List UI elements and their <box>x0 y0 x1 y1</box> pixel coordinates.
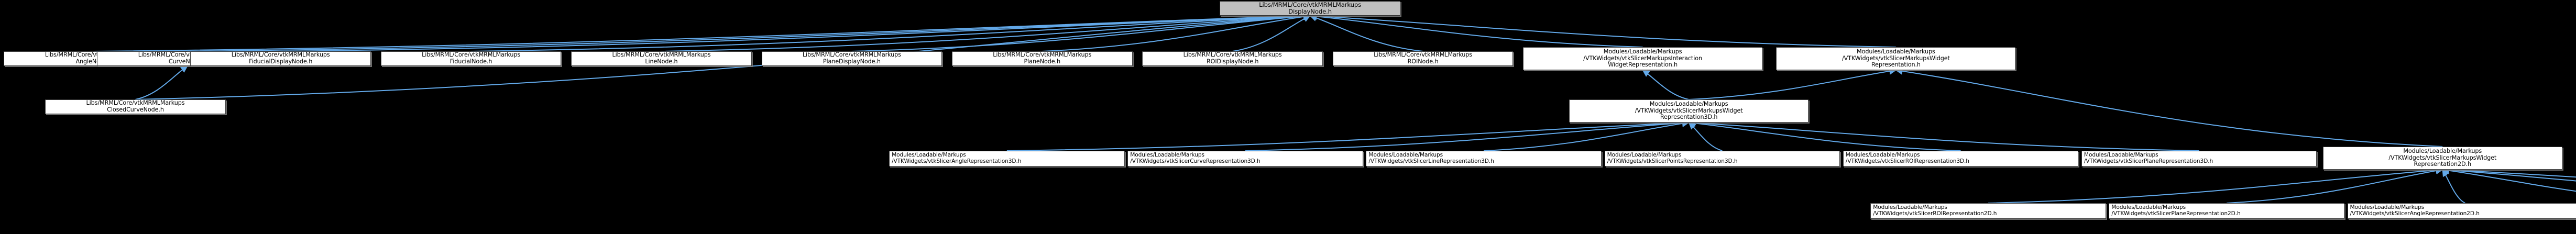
graph-edge <box>1006 119 1690 151</box>
graph-node-plane-representation-3d[interactable]: Modules/Loadable/Markups /VTKWidgets/vtk… <box>2081 151 2317 166</box>
graph-node-label: Libs/MRML/Core/vtkMRMLMarkups FiducialDi… <box>231 51 330 65</box>
graph-edge <box>94 12 1311 52</box>
graph-node-fiducial-node[interactable]: Libs/MRML/Core/vtkMRMLMarkups FiducialNo… <box>380 51 562 66</box>
graph-edge <box>1688 119 2199 151</box>
graph-node-label: Libs/MRML/Core/vtkMRMLMarkups PlaneDispl… <box>802 51 901 65</box>
graph-node-label: Modules/Loadable/Markups /VTKWidgets/vtk… <box>1873 204 1997 217</box>
graph-node-line-representation-3d[interactable]: Modules/Loadable/Markups /VTKWidgets/vtk… <box>1366 151 1602 166</box>
graph-node-label: Modules/Loadable/Markups /VTKWidgets/vtk… <box>1583 48 1702 69</box>
graph-node-markups-widget-representation-3d[interactable]: Modules/Loadable/Markups /VTKWidgets/vtk… <box>1569 99 1809 122</box>
graph-node-fiducial-display-node[interactable]: Libs/MRML/Core/vtkMRMLMarkups FiducialDi… <box>190 51 371 66</box>
graph-edge <box>2227 167 2443 204</box>
graph-node-label: Libs/MRML/Core/vtkMRMLMarkups DisplayNod… <box>1259 1 1362 15</box>
graph-node-label: Libs/MRML/Core/vtkMRMLMarkups PlaneNode.… <box>993 51 1092 65</box>
graph-node-plane-node[interactable]: Libs/MRML/Core/vtkMRMLMarkups PlaneNode.… <box>951 51 1133 66</box>
graph-node-plane-representation-2d[interactable]: Modules/Loadable/Markups /VTKWidgets/vtk… <box>2109 203 2344 219</box>
graph-node-roi-representation-2d[interactable]: Modules/Loadable/Markups /VTKWidgets/vtk… <box>1870 203 2106 219</box>
graph-edge <box>2441 166 2576 192</box>
graph-edge <box>2441 166 2576 178</box>
graph-node-angle-representation-3d[interactable]: Modules/Loadable/Markups /VTKWidgets/vtk… <box>889 151 1125 166</box>
graph-edge <box>1232 15 1311 52</box>
graph-node-points-representation-3d[interactable]: Modules/Loadable/Markups /VTKWidgets/vtk… <box>1604 151 1840 166</box>
graph-edge <box>280 12 1311 52</box>
graph-node-roi-display-node[interactable]: Libs/MRML/Core/vtkMRMLMarkups ROIDisplay… <box>1142 51 1323 66</box>
graph-node-label: Libs/MRML/Core/vtkMRMLMarkups LineNode.h <box>612 51 711 65</box>
graph-edge <box>1688 122 1723 151</box>
graph-node-label: Modules/Loadable/Markups /VTKWidgets/vtk… <box>1635 101 1743 121</box>
graph-edge <box>851 13 1311 52</box>
graph-node-roi-representation-3d[interactable]: Modules/Loadable/Markups /VTKWidgets/vtk… <box>1843 151 2079 166</box>
graph-edge <box>1245 119 1690 151</box>
graph-node-interaction-widget-representation[interactable]: Modules/Loadable/Markups /VTKWidgets/vtk… <box>1523 47 1763 70</box>
graph-edge <box>1689 67 1897 100</box>
graph-node-markups-widget-representation[interactable]: Modules/Loadable/Markups /VTKWidgets/vtk… <box>1776 47 2016 70</box>
graph-edge <box>1484 119 1690 151</box>
graph-node-label: Libs/MRML/Core/vtkMRMLMarkups ROIDisplay… <box>1183 51 1282 65</box>
graph-edge <box>2442 169 2465 204</box>
graph-node-label: Modules/Loadable/Markups /VTKWidgets/vtk… <box>2084 152 2213 164</box>
graph-node-label: Modules/Loadable/Markups /VTKWidgets/vtk… <box>1130 152 1260 164</box>
graph-node-root[interactable]: Libs/MRML/Core/vtkMRMLMarkups DisplayNod… <box>1220 1 1400 16</box>
graph-edge <box>135 65 188 100</box>
graph-edge <box>1688 119 1961 151</box>
graph-node-label: Modules/Loadable/Markups /VTKWidgets/vtk… <box>1845 152 1969 164</box>
graph-node-curve-representation-3d[interactable]: Modules/Loadable/Markups /VTKWidgets/vtk… <box>1127 151 1363 166</box>
graph-edge <box>1309 12 1896 48</box>
graph-edge <box>661 12 1311 52</box>
graph-node-plane-display-node[interactable]: Libs/MRML/Core/vtkMRMLMarkups PlaneDispl… <box>761 51 942 66</box>
graph-edge <box>1642 70 1689 100</box>
graph-edge <box>2441 166 2576 182</box>
graph-node-line-node[interactable]: Libs/MRML/Core/vtkMRMLMarkups LineNode.h <box>571 51 752 66</box>
graph-edge <box>1309 13 1643 48</box>
graph-edge <box>187 12 1311 52</box>
graph-node-roi-node[interactable]: Libs/MRML/Core/vtkMRMLMarkups ROINode.h <box>1332 51 1514 66</box>
graph-edge <box>1988 166 2443 204</box>
graph-node-label: Modules/Loadable/Markups /VTKWidgets/vtk… <box>2111 204 2241 217</box>
graph-edge <box>471 12 1311 52</box>
graph-edge <box>1042 13 1311 52</box>
graph-node-closed-curve-node[interactable]: Libs/MRML/Core/vtkMRMLMarkups ClosedCurv… <box>45 99 226 114</box>
graph-node-label: Libs/MRML/Core/vtkMRMLMarkups ROINode.h <box>1374 51 1473 65</box>
graph-node-markups-widget-representation-2d[interactable]: Modules/Loadable/Markups /VTKWidgets/vtk… <box>2322 147 2562 170</box>
graph-node-label: Modules/Loadable/Markups /VTKWidgets/vtk… <box>1368 152 1494 164</box>
graph-node-label: Modules/Loadable/Markups /VTKWidgets/vtk… <box>892 152 1022 164</box>
graph-node-label: Modules/Loadable/Markups /VTKWidgets/vtk… <box>2350 204 2480 217</box>
graph-node-label: Modules/Loadable/Markups /VTKWidgets/vtk… <box>1607 152 1738 164</box>
graph-node-angle-representation-2d[interactable]: Modules/Loadable/Markups /VTKWidgets/vtk… <box>2347 203 2576 219</box>
graph-node-label: Libs/MRML/Core/vtkMRMLMarkups FiducialNo… <box>422 51 521 65</box>
graph-node-label: Modules/Loadable/Markups /VTKWidgets/vtk… <box>2388 148 2497 168</box>
graph-edge <box>1895 67 2443 147</box>
graph-edge <box>1309 14 1423 52</box>
graph-node-label: Modules/Loadable/Markups /VTKWidgets/vtk… <box>1841 48 1950 69</box>
graph-node-label: Libs/MRML/Core/vtkMRMLMarkups ClosedCurv… <box>86 99 185 113</box>
